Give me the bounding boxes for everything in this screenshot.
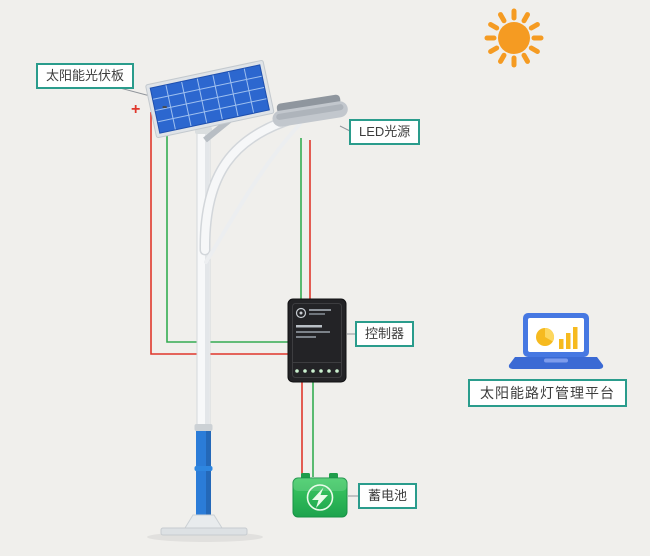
label-solar-panel: 太阳能光伏板	[36, 63, 135, 89]
wire-positive-panel	[150, 112, 289, 355]
light-pole	[160, 127, 248, 536]
laptop-icon	[508, 313, 604, 369]
battery-icon	[292, 473, 348, 518]
label-led-light: LED光源	[349, 119, 421, 145]
positive-mark: +	[131, 101, 141, 118]
wire-negative-panel	[166, 124, 289, 343]
sun-icon	[484, 8, 544, 68]
pole-arm	[199, 111, 304, 264]
lightning-bolt-icon	[312, 487, 328, 508]
controller-box	[287, 298, 347, 383]
lightning-circle	[306, 484, 334, 511]
solar-panel	[145, 60, 275, 139]
label-management-platform: 太阳能路灯管理平台	[468, 379, 627, 407]
label-battery: 蓄电池	[358, 483, 418, 509]
label-controller: 控制器	[355, 321, 415, 347]
led-lamp	[272, 94, 348, 127]
negative-mark: -	[162, 98, 168, 115]
label-leader-lines	[119, 87, 358, 497]
